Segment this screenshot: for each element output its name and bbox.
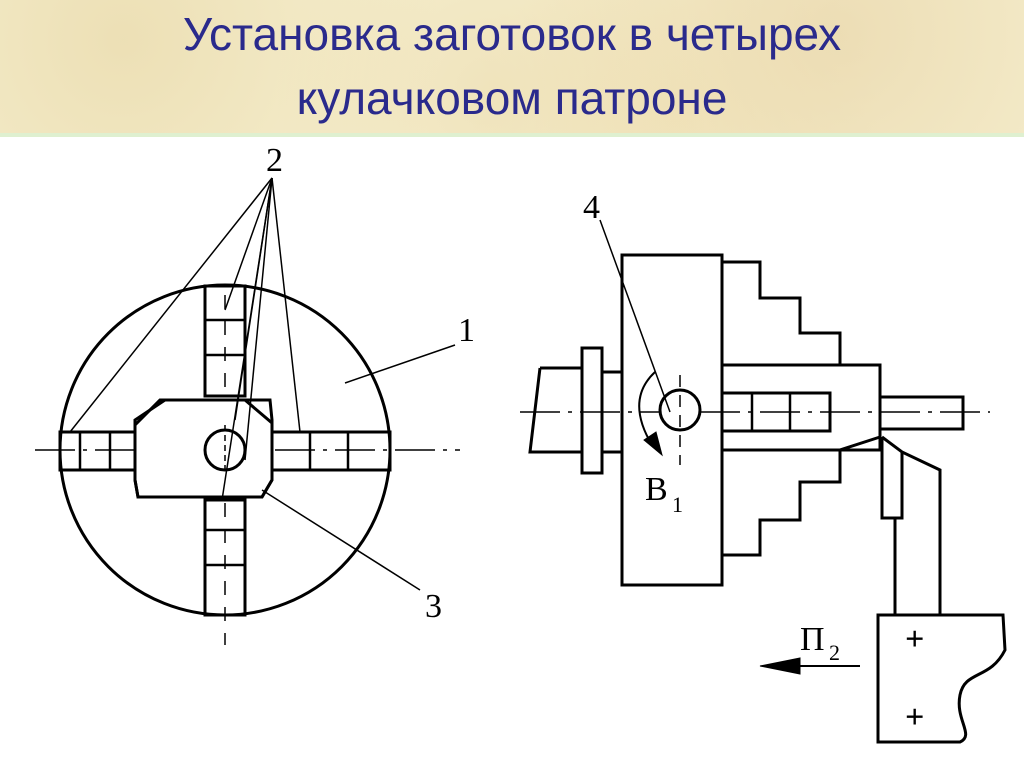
leader-lines-jaws — [69, 177, 301, 501]
label-feed-sub: 2 — [829, 640, 840, 665]
leader-line-mark — [599, 219, 671, 413]
slot-left — [58, 430, 142, 472]
workpiece-octagon — [133, 398, 274, 499]
rotation-arrowhead — [643, 431, 663, 457]
leader-line-body — [344, 344, 456, 384]
title-bar: Установка заготовок в четырех кулачковом… — [0, 0, 1024, 137]
side-hole — [658, 388, 702, 432]
label-center-mark: 4 — [583, 189, 600, 226]
label-workpiece: 3 — [425, 588, 442, 625]
plus-bottom: + — [905, 699, 924, 736]
front-view: 2 1 3 — [35, 142, 475, 645]
label-rotation-sub: 1 — [672, 492, 683, 517]
slot-top — [203, 284, 247, 398]
workpiece-outline — [133, 398, 274, 499]
chuck-diagram: 2 1 3 4 B 1 — [35, 142, 1007, 744]
cutting-tool — [880, 435, 942, 615]
leader-line-workpiece — [261, 489, 421, 591]
label-feed: П — [800, 621, 825, 658]
spindle-flange — [580, 346, 604, 475]
plus-top: + — [905, 621, 924, 658]
title-line-2: кулачковом патроне — [296, 72, 728, 124]
jaw-stepped-profile-bottom — [722, 435, 881, 557]
feed-arrowhead — [759, 657, 801, 675]
rotation-arrow — [638, 371, 656, 446]
label-rotation: B — [645, 471, 668, 508]
label-chuck-body: 1 — [458, 312, 475, 349]
side-view: 4 B 1 + + П 2 — [520, 189, 1007, 744]
jaw-clamp-block — [720, 363, 882, 452]
workpiece-side — [878, 395, 965, 431]
slide-title: Установка заготовок в четырех кулачковом… — [0, 2, 1024, 130]
tool-holder — [876, 613, 1007, 744]
jaw-stepped-profile-top — [722, 260, 842, 365]
slot-right — [268, 430, 392, 472]
label-jaws: 2 — [266, 142, 283, 179]
title-line-1: Установка заготовок в четырех — [182, 8, 842, 60]
